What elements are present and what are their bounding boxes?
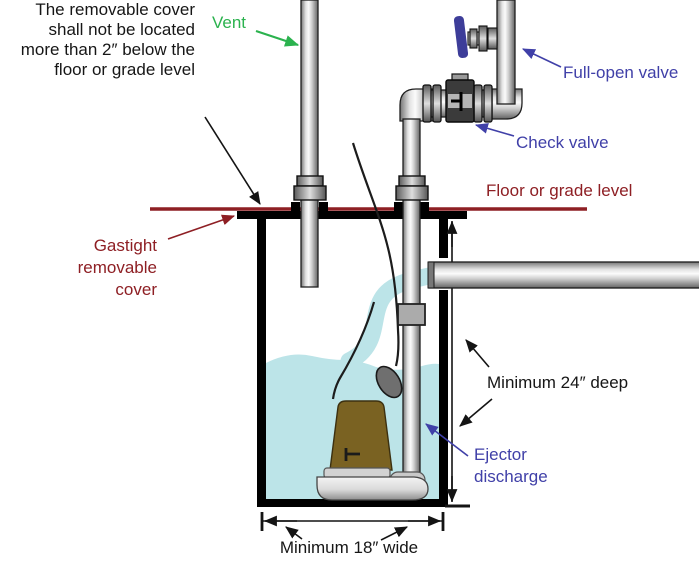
ejector-discharge-label: Ejector discharge [474, 445, 548, 486]
gastight-cover-label: Gastight removable cover [77, 236, 157, 299]
ejector-discharge-arrow [425, 423, 469, 457]
vent-cover-seal-left [291, 202, 300, 212]
check-valve-body [445, 73, 475, 123]
sump-pit-walls [257, 218, 448, 507]
discharge-cover-seal-right [420, 202, 429, 212]
pump-body [329, 400, 393, 471]
inlet-pipe [427, 261, 699, 289]
depth-arrow-upper [465, 339, 490, 368]
discharge-piping [395, 0, 523, 481]
full-open-valve-arrow [522, 48, 562, 68]
vent-coupling [296, 175, 324, 187]
gastight-cover-arrow [167, 214, 236, 240]
pump-switch-mark [344, 448, 360, 461]
minimum-deep-label: Minimum 24″ deep [487, 373, 629, 392]
valve-handle [453, 16, 469, 58]
minimum-wide-label: Minimum 18″ wide [279, 538, 419, 557]
cover-note-label: The removable cover shall not be located… [20, 0, 195, 79]
check-valve-flanges [422, 84, 493, 123]
float-switch [375, 365, 403, 399]
inflow-stream [340, 267, 438, 370]
pipe-connector-fitting [397, 303, 426, 326]
discharge-cover-seal-left [394, 202, 403, 212]
vent-arrow [255, 29, 300, 47]
width-arrow-left [285, 526, 303, 540]
gastight-cover [237, 202, 467, 219]
check-valve-label: Check valve [516, 133, 609, 152]
vent-label: Vent [212, 13, 247, 32]
width-dimension [260, 512, 445, 531]
pump-power-cord [331, 301, 376, 400]
vent-cover-seal-right [319, 202, 328, 212]
check-valve-arrow [474, 123, 515, 137]
vent-pipe [293, 0, 327, 288]
width-arrow-right [380, 526, 408, 541]
float-cord [351, 142, 400, 367]
ejector-pump [316, 400, 429, 501]
discharge-coupling [398, 175, 426, 187]
depth-arrow-lower [459, 398, 493, 427]
pump-base [316, 476, 429, 501]
floor-grade-label: Floor or grade level [486, 181, 633, 200]
riser-pipe [496, 0, 516, 105]
full-open-valve-body [453, 16, 498, 58]
full-open-valve-label: Full-open valve [563, 63, 679, 82]
cover-note-arrow [204, 116, 261, 205]
discharge-pipe [402, 118, 421, 481]
